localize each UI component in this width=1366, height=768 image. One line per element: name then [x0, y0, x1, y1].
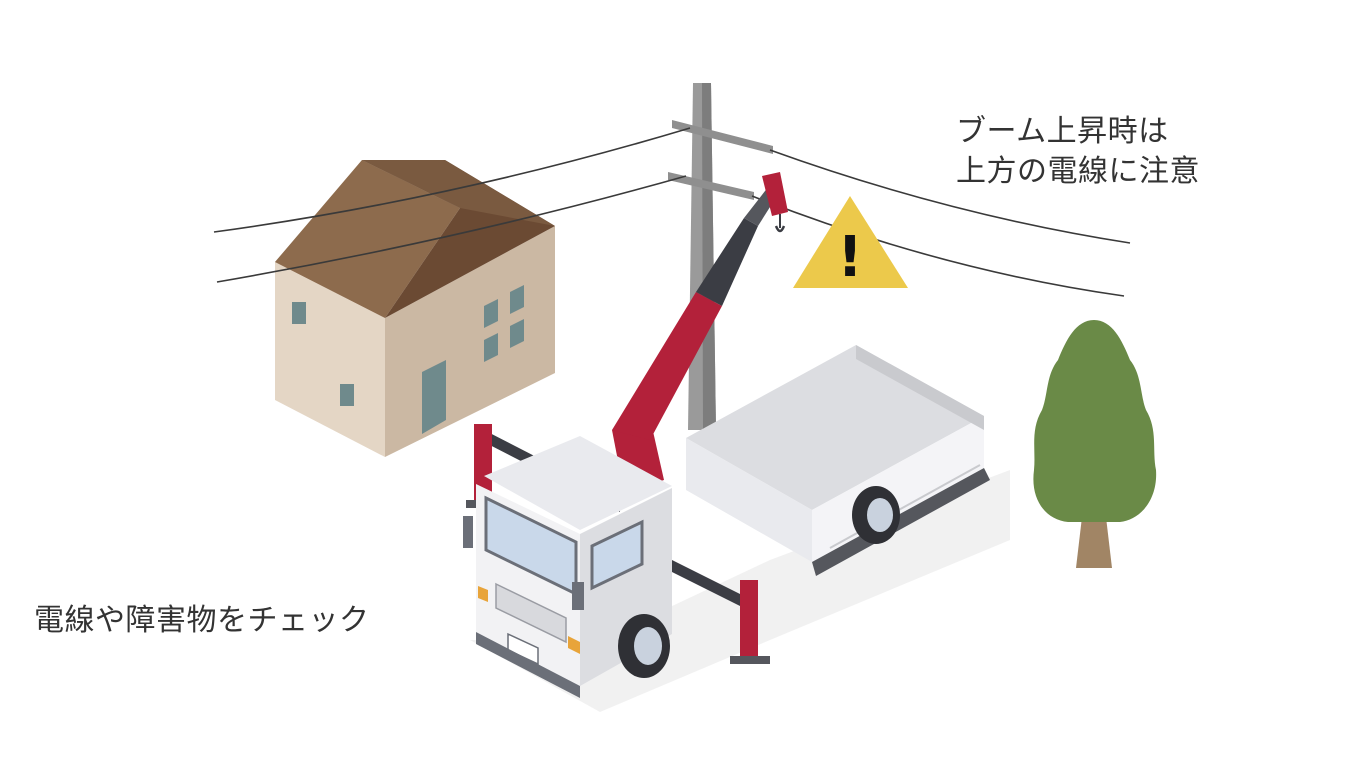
bed-rail	[829, 464, 981, 549]
front-grille	[495, 582, 567, 644]
house-window	[292, 302, 306, 324]
outrigger-foot	[730, 656, 770, 664]
power-line	[213, 127, 691, 233]
boom-warning-line-1: ブーム上昇時は	[956, 114, 1169, 149]
boom-section-mid	[696, 218, 758, 306]
boom-warning-caption: ブーム上昇時は 上方の電線に注意	[956, 112, 1200, 192]
house-window	[510, 319, 524, 348]
house-roof-left	[275, 160, 460, 318]
house-roof-ridge	[362, 160, 555, 226]
headlight	[478, 586, 488, 602]
power-line	[769, 149, 1131, 244]
license-plate	[507, 632, 539, 666]
house-icon	[275, 160, 555, 457]
boom-section-lower	[612, 292, 722, 440]
cargo-bed-back-wall	[856, 345, 984, 430]
side-mirror	[463, 516, 473, 548]
house-window	[484, 299, 498, 328]
power-line	[216, 175, 687, 283]
warning-symbol: !	[837, 225, 863, 290]
check-obstacles-caption: 電線や障害物をチェック	[34, 603, 370, 638]
side-mirror	[572, 582, 584, 610]
power-lines	[213, 127, 1131, 297]
outrigger-arm	[672, 560, 752, 612]
front-wheel-hub	[634, 627, 662, 665]
rear-wheel-hub	[867, 498, 893, 532]
boom-tip	[762, 172, 788, 216]
outrigger-leg	[474, 424, 492, 502]
house-window	[484, 333, 498, 362]
pole-crossarm	[668, 172, 754, 200]
tree-icon	[1033, 320, 1157, 568]
house-window	[510, 285, 524, 314]
house-door	[422, 360, 446, 434]
headlight	[568, 636, 580, 654]
power-line	[751, 195, 1125, 297]
pole-crossarm	[672, 120, 773, 154]
side-window	[590, 519, 644, 591]
outrigger-leg	[740, 580, 758, 658]
pole-shaft-shade	[702, 83, 716, 430]
warning-triangle-body	[793, 196, 908, 288]
boom-warning-line-2: 上方の電線に注意	[956, 154, 1200, 189]
house-window	[340, 384, 354, 406]
crane-truck-icon	[463, 172, 990, 698]
bed-underframe	[812, 468, 990, 576]
front-bumper	[476, 632, 580, 698]
cargo-bed-front-wall	[686, 438, 812, 562]
cab-roof	[484, 436, 672, 530]
tree-foliage	[1033, 320, 1157, 522]
warning-triangle-icon: !	[793, 196, 908, 290]
crane-hook	[774, 225, 786, 233]
